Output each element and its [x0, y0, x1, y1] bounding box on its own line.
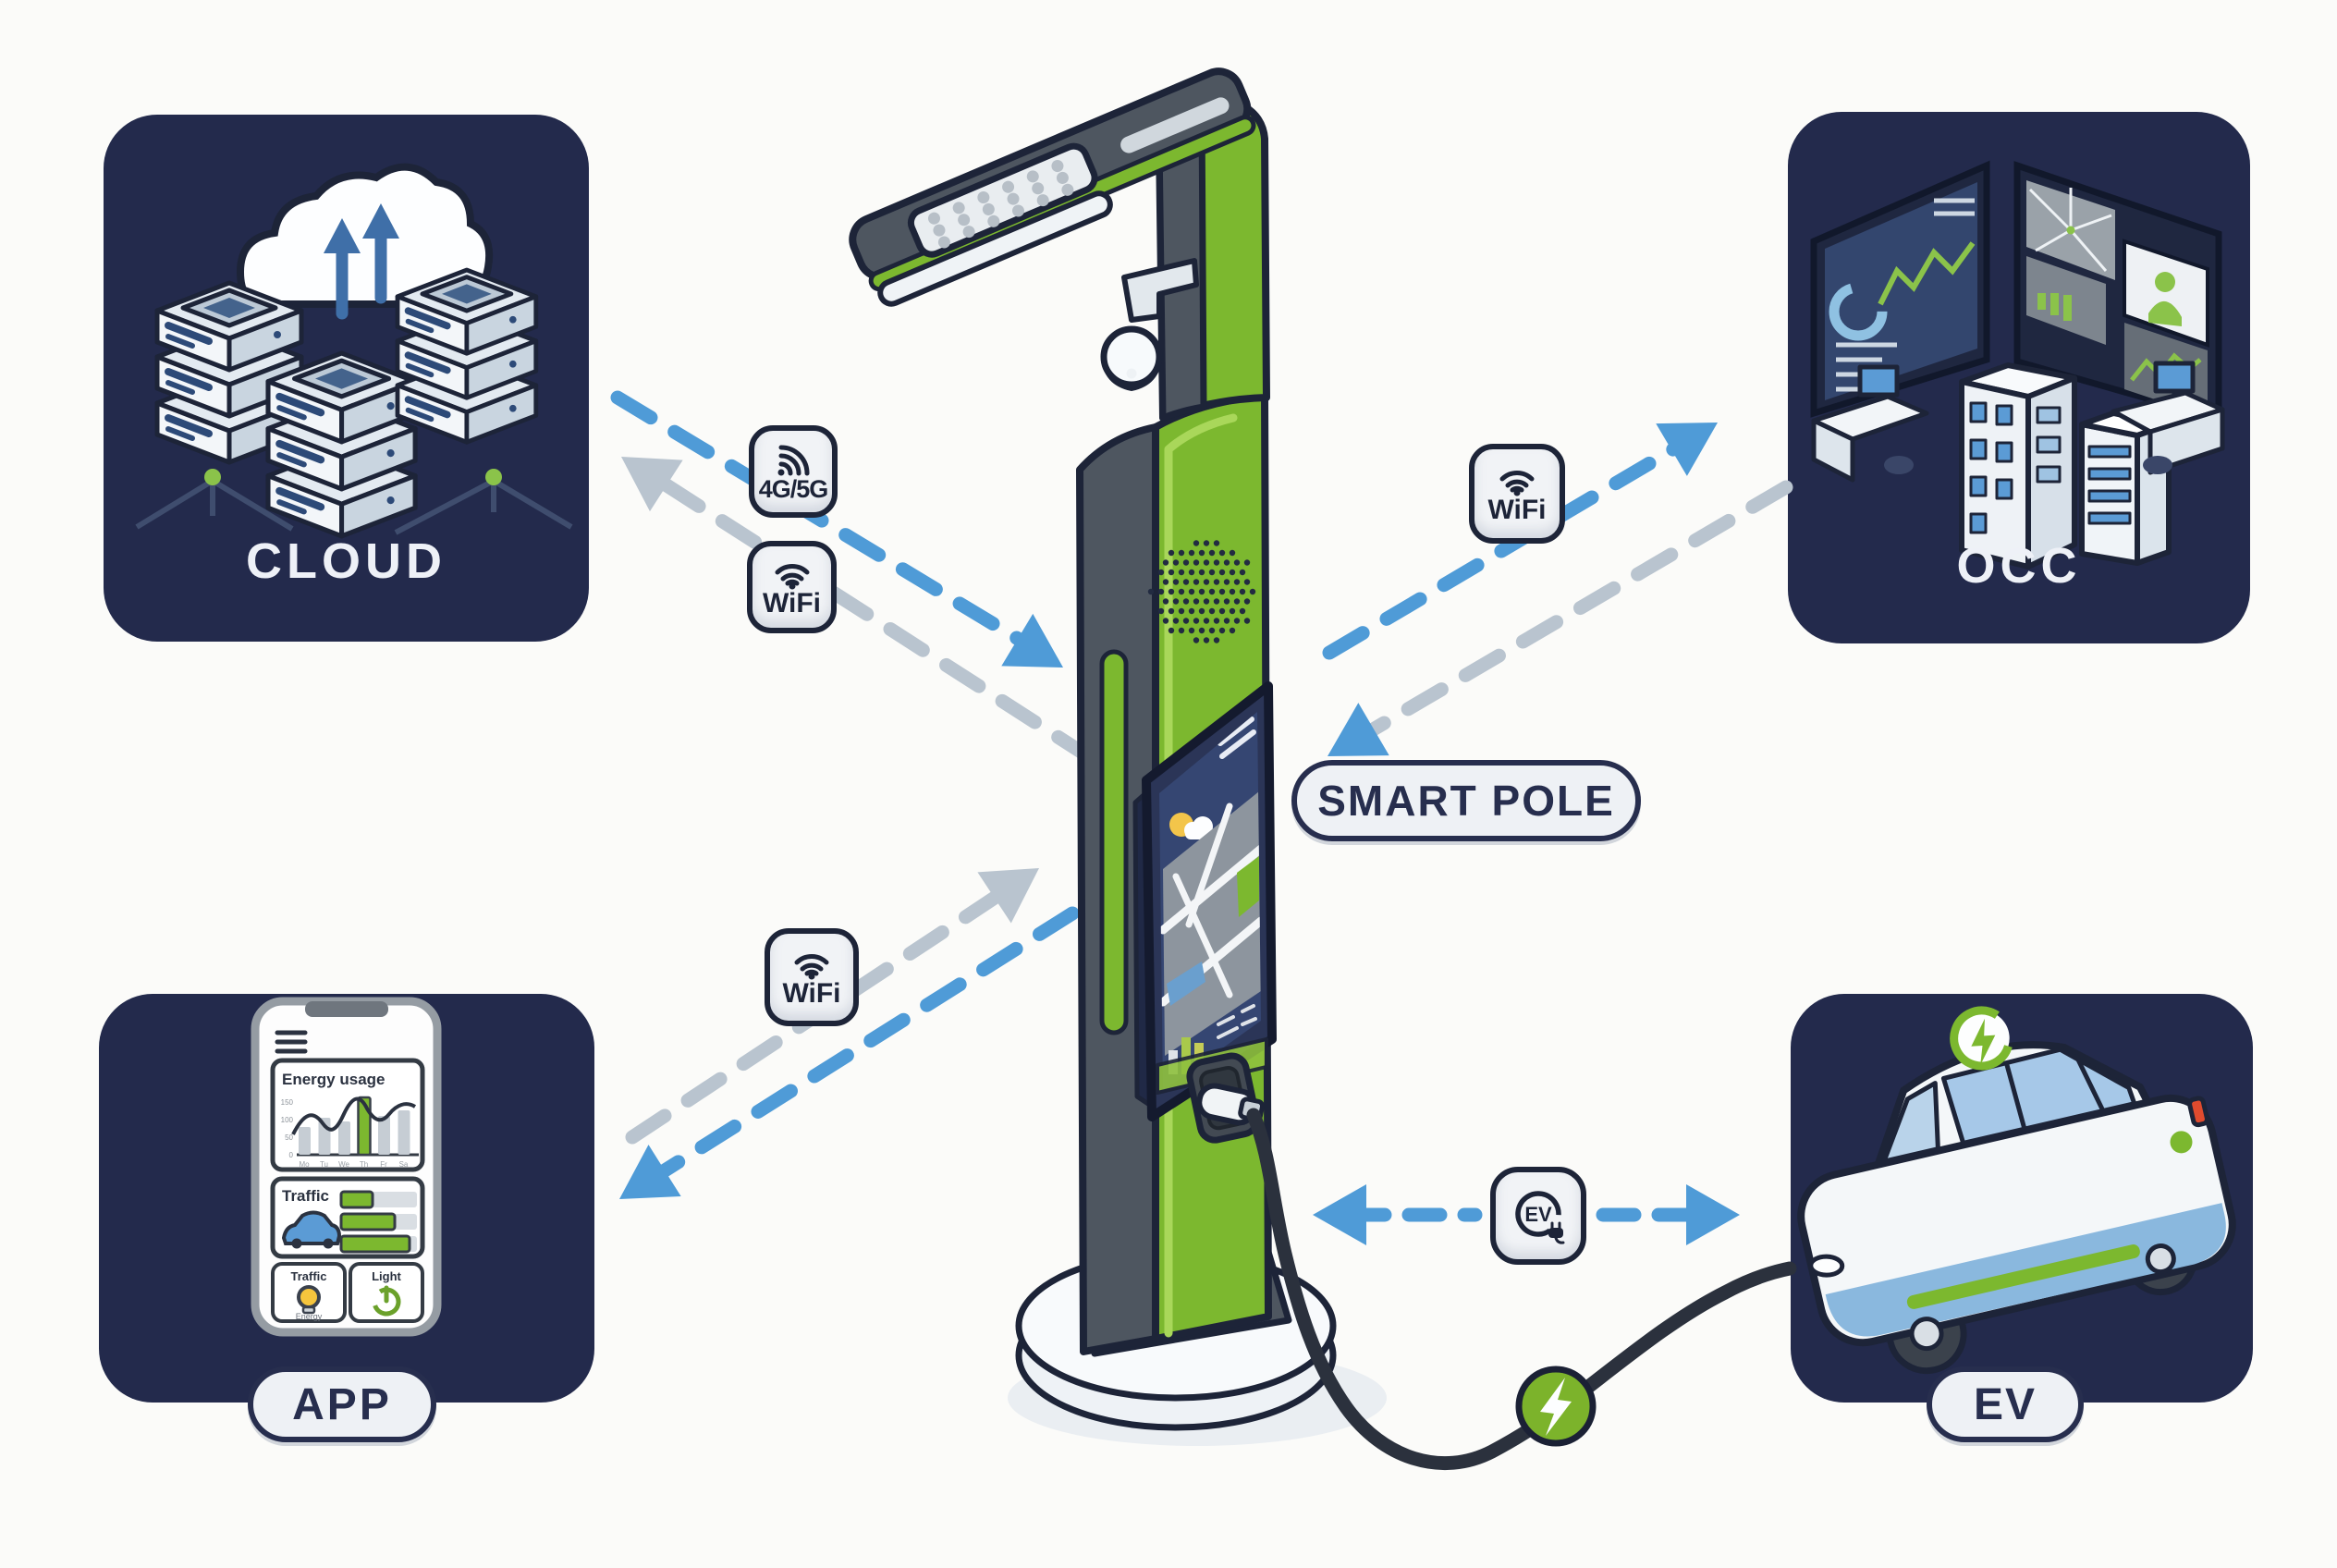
svg-text:50: 50 [285, 1133, 293, 1142]
svg-text:We: We [338, 1160, 349, 1169]
streetlight-arm [849, 67, 1256, 307]
cellular-badge: 4G/5G [749, 425, 838, 518]
svg-text:Sa: Sa [399, 1160, 409, 1169]
power-icon [372, 1285, 401, 1317]
cloud-to-pole-link [610, 390, 1032, 650]
svg-text:Fr: Fr [380, 1160, 387, 1169]
cctv-camera-icon [1100, 258, 1199, 391]
green-skirt-stripe [1906, 1244, 2140, 1309]
traffic-card: Traffic [270, 1176, 425, 1259]
network-dot [485, 469, 502, 485]
speaker-grille [1147, 540, 1256, 643]
wifi-badge: WiFi [1469, 444, 1565, 544]
arrowhead [1656, 423, 1718, 476]
connection-links [610, 390, 1793, 1245]
ev-plug-icon: EV [1515, 1191, 1565, 1244]
control-room-icon [1810, 160, 2225, 570]
smart-pole-title: SMART POLE [1291, 760, 1641, 841]
tile-title: Light [372, 1269, 401, 1283]
wifi-icon [1499, 471, 1535, 496]
cloud-node-box: CLOUD [104, 115, 589, 642]
phone-notch [305, 1001, 388, 1017]
arrowhead [1001, 613, 1063, 668]
energy-usage-card: Energy usage 150 100 50 0 Mo Tu We Th Fr Sa [270, 1058, 425, 1172]
server-stack [154, 280, 304, 465]
smart-pole-illustration [849, 67, 1797, 1470]
pole-to-cloud-link [654, 474, 1098, 766]
svg-text:Th: Th [360, 1160, 368, 1169]
upload-arrows-icon [324, 203, 399, 320]
taillight [2187, 1096, 2209, 1128]
arrowhead [619, 1145, 681, 1199]
arrowhead [1313, 1184, 1366, 1245]
energy-line-chart [291, 1096, 417, 1135]
wifi-badge: WiFi [765, 928, 859, 1026]
ev-roof-logo-icon [1950, 1006, 2014, 1071]
wifi-badge: WiFi [747, 541, 837, 633]
energy-card-title: Energy usage [282, 1071, 385, 1088]
svg-text:150: 150 [281, 1098, 294, 1107]
wifi-badge-label: WiFi [762, 588, 822, 619]
arrowhead [977, 868, 1039, 924]
app-label: APP [248, 1366, 436, 1442]
info-display [1132, 681, 1277, 1121]
tile-title: Traffic [290, 1269, 326, 1283]
car-icon [281, 1210, 342, 1249]
ev-badge-label: EV [1524, 1203, 1552, 1226]
arrowhead [621, 457, 683, 512]
light-power-tile: Light [349, 1262, 424, 1323]
svg-text:Tu: Tu [320, 1160, 328, 1169]
svg-text:0: 0 [289, 1151, 294, 1159]
smartphone-app-icon: Energy usage 150 100 50 0 Mo Tu We Th Fr Sa Traf… [251, 997, 442, 1337]
occ-node-box: OCC [1788, 112, 2250, 643]
ev-label: EV [1927, 1366, 2084, 1442]
pole-to-app-link [655, 906, 1080, 1180]
energy-x-axis: Mo Tu We Th Fr Sa [299, 1160, 409, 1169]
server-stack [395, 267, 539, 445]
traffic-bars [339, 1190, 417, 1254]
ev-node-box [1791, 994, 2253, 1403]
occ-label: OCC [1956, 538, 2082, 594]
arrowhead [1328, 703, 1389, 756]
led-panel [907, 142, 1098, 258]
cellular-signal-icon [777, 445, 810, 475]
cloud-label: CLOUD [246, 533, 447, 589]
wifi-icon [794, 954, 829, 980]
tile-sub: Energy [296, 1312, 323, 1321]
operator-desks-icon [1811, 361, 2225, 483]
pole-to-occ-link [1322, 439, 1685, 660]
network-dot [204, 469, 221, 485]
menu-icon [275, 1030, 308, 1054]
traffic-card-title: Traffic [282, 1187, 329, 1205]
wifi-icon [775, 564, 809, 590]
wifi-badge-label: WiFi [1487, 495, 1547, 525]
occ-to-pole-link [1363, 480, 1793, 739]
led-dots [927, 160, 1074, 249]
ev-charging-badge: EV [1490, 1167, 1586, 1265]
cloud-servers-icon [135, 163, 573, 539]
headlight [1808, 1254, 1845, 1278]
windshield [1881, 1081, 1940, 1164]
energy-y-axis: 150 100 50 0 [281, 1098, 294, 1159]
charging-cable [1246, 1108, 1797, 1470]
pole-light-slot [1099, 649, 1129, 1035]
arrowhead [1686, 1184, 1740, 1245]
svg-text:100: 100 [281, 1116, 294, 1124]
electric-car-icon [1797, 1006, 2236, 1375]
traffic-light-tile: Traffic Energy [271, 1262, 347, 1323]
svg-text:Mo: Mo [299, 1160, 310, 1169]
lightning-bolt-icon [1540, 1378, 1572, 1436]
cellular-badge-label: 4G/5G [758, 474, 829, 503]
app-node-box: Energy usage 150 100 50 0 Mo Tu We Th Fr Sa Traf… [99, 994, 594, 1403]
server-stack [265, 350, 418, 539]
wifi-badge-label: WiFi [782, 978, 841, 1009]
charge-port-dot [2170, 1131, 2193, 1154]
